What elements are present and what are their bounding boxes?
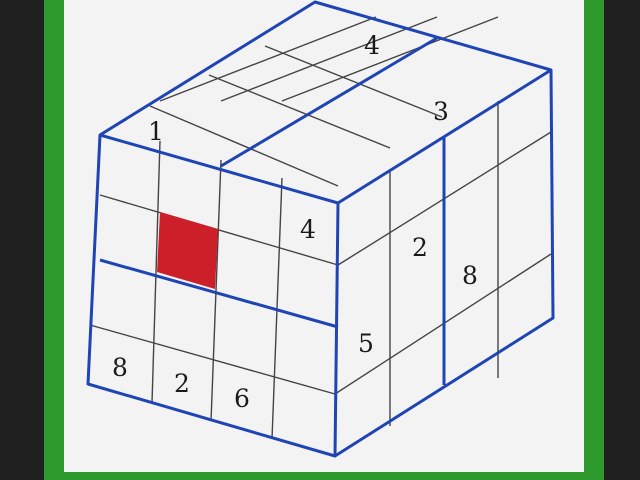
- top-number: 1: [148, 117, 164, 146]
- highlighted-cell: [157, 212, 218, 289]
- front-number: 4: [300, 215, 316, 244]
- top-number: 3: [433, 97, 449, 126]
- front-number: 6: [234, 384, 250, 413]
- front-number: 2: [174, 369, 190, 398]
- cube-outline: [86, 0, 555, 458]
- right-number: 5: [358, 329, 374, 358]
- top-number: 4: [364, 31, 380, 60]
- front-number: 8: [112, 353, 128, 382]
- right-number: 8: [462, 261, 478, 290]
- right-number: 2: [412, 233, 428, 262]
